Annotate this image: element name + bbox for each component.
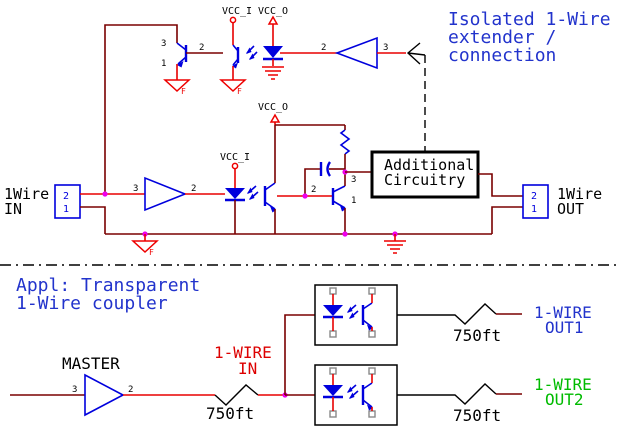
ground-f-pt1: F: [219, 79, 247, 96]
junction-dot: [302, 193, 308, 199]
phototransistor-pt2: [247, 125, 276, 234]
inverter-top: [334, 36, 406, 70]
top-title-line1: Isolated 1-Wire: [448, 9, 611, 30]
bottom-title: Appl: Transparent 1-Wire coupler: [16, 275, 200, 314]
out1-label-line1: 1-WIRE: [534, 303, 592, 322]
vcc-i-top-label: VCC_I: [222, 6, 252, 17]
q2-pin2-label: 2: [311, 185, 316, 195]
buffer-pin3-label: 3: [133, 184, 138, 194]
wire-box-out-pin2: [478, 173, 523, 197]
master-buffer: [10, 373, 215, 417]
out1-label-line2: OUT1: [545, 318, 584, 337]
buffer-pin2-label: 2: [191, 184, 196, 194]
cable3-label: 750ft: [453, 406, 501, 425]
out-label-line1: 1Wire: [557, 185, 602, 203]
wire-branch-up: [284, 314, 315, 395]
cable-zigzag-3: [397, 383, 522, 405]
transistor-q1: [176, 42, 223, 80]
wire-in-label-line1: 1-WIRE: [214, 343, 272, 362]
in-pin1-label: 1: [63, 204, 69, 215]
q1-pin1-label: 1: [161, 59, 166, 69]
master-pin3-label: 3: [72, 385, 77, 395]
in-pin2-label: 2: [63, 191, 69, 202]
vcc-o-mid-symbol: [269, 113, 281, 125]
resistor-r1: [339, 125, 351, 172]
earth-ground-d1: [262, 66, 284, 80]
cable2-label: 750ft: [453, 326, 501, 345]
wire-box-out-pin1: [491, 206, 523, 234]
transistor-q2: [277, 172, 346, 234]
capacitor-c1: [304, 161, 345, 196]
q1-pin3-label: 3: [161, 39, 166, 49]
optocoupler-box-1: [314, 284, 398, 346]
cable-zigzag-1: [214, 384, 285, 406]
additional-circuitry-box: Additional Circuitry: [370, 150, 480, 199]
out-pin2-label: 2: [531, 191, 537, 202]
top-title: Isolated 1-Wire extender / connection: [448, 9, 611, 66]
wire-feedback-loop: [104, 24, 178, 194]
ground-f-q1: F: [163, 79, 191, 96]
vcc-i-mid-label: VCC_I: [220, 152, 250, 163]
out2-label-line2: OUT2: [545, 390, 584, 409]
wire-in-label-line2: IN: [238, 359, 257, 378]
q2-pin3-label: 3: [351, 175, 356, 185]
q1-pin2-label: 2: [199, 43, 204, 53]
additional-box-line2: Circuitry: [384, 171, 465, 189]
connector-1wire-out: 2 1: [522, 184, 549, 219]
led-d2: [225, 162, 245, 234]
top-title-line3: connection: [448, 45, 556, 66]
vcc-o-top-label: VCC_O: [258, 6, 288, 17]
junction-dot: [102, 191, 108, 197]
inverter-pin2-label: 2: [321, 43, 326, 53]
master-label: MASTER: [62, 354, 120, 373]
in-label-line1: 1Wire: [4, 185, 49, 203]
in-label-line2: IN: [4, 200, 22, 218]
vcc-o-mid-label: VCC_O: [258, 102, 288, 113]
cable1-label: 750ft: [206, 404, 254, 423]
phototransistor-pt1: [229, 16, 258, 80]
ground-f-label: F: [181, 87, 186, 96]
out-pin1-label: 1: [531, 204, 537, 215]
inverter-pin3-label: 3: [383, 43, 388, 53]
earth-ground-rail: [384, 234, 406, 254]
connector-1wire-in: 2 1: [54, 184, 81, 219]
ground-f-label: F: [237, 87, 242, 96]
cable-zigzag-2: [397, 303, 522, 325]
junction-dot: [342, 231, 348, 237]
additional-box-line1: Additional: [384, 156, 474, 174]
led-d1: [263, 15, 283, 66]
top-title-line2: extender /: [448, 27, 556, 48]
optocoupler-box-2: [314, 364, 398, 426]
dashed-connection-arrow: [406, 42, 426, 152]
buffer-mid: [144, 176, 225, 212]
bottom-title-line1: Appl: Transparent: [16, 275, 200, 296]
ground-f-rail: F: [131, 234, 159, 257]
q2-pin1-label: 1: [351, 196, 356, 206]
bottom-title-line2: 1-Wire coupler: [16, 293, 168, 314]
ground-f-label: F: [149, 248, 154, 257]
out2-label-line1: 1-WIRE: [534, 375, 592, 394]
out-label-line2: OUT: [557, 200, 584, 218]
master-pin2-label: 2: [128, 385, 133, 395]
wire-in-pin1: [80, 206, 106, 234]
